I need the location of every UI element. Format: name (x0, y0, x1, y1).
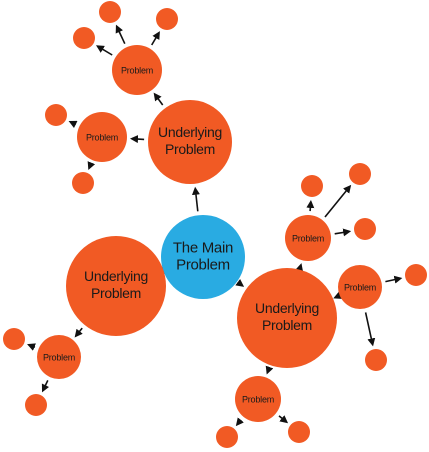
arrow-p-rb-to-l16 (278, 415, 289, 424)
node-l1 (99, 1, 121, 23)
leaf-circle (365, 349, 387, 371)
node-l8 (354, 218, 376, 240)
arrow-p-tl-to-l5 (87, 161, 96, 171)
underlying-problem-label-1: Problem (262, 317, 312, 333)
problem-label: Problem (43, 352, 75, 362)
problem-label: Problem (292, 233, 324, 243)
leaf-circle (25, 394, 47, 416)
leaf-circle (216, 426, 238, 448)
node-l10 (365, 349, 387, 371)
node-p-ll: Problem (37, 335, 81, 379)
node-l16 (288, 421, 310, 443)
problem-circle (235, 376, 281, 422)
underlying-problem-circle (66, 236, 166, 336)
problem-circle (77, 112, 127, 162)
problem-nodes: The MainProblemUnderlyingProblemUnderlyi… (3, 1, 427, 448)
arrow-p-ll-to-l11 (27, 343, 36, 351)
node-l11 (3, 328, 25, 350)
problem-circle (112, 45, 162, 95)
underlying-problem-circle (237, 268, 337, 368)
node-l6 (301, 175, 323, 197)
node-l5 (72, 172, 94, 194)
arrow-p-tl-to-l4 (68, 120, 78, 129)
leaf-circle (73, 27, 95, 49)
leaf-circle (3, 328, 25, 350)
problem-label: Problem (344, 282, 376, 292)
leaf-circle (72, 172, 94, 194)
arrow-p-rt-to-l7 (324, 184, 352, 218)
problem-circle (285, 215, 331, 261)
node-p-rr: Problem (338, 265, 382, 309)
arrow-p-rr-to-l10 (364, 312, 376, 347)
arrow-p-rr-to-l9 (385, 275, 403, 284)
underlying-problem-label-0: Underlying (84, 268, 148, 284)
connector-arrows (27, 24, 403, 427)
node-l3 (73, 27, 95, 49)
leaf-circle (99, 1, 121, 23)
leaf-circle (288, 421, 310, 443)
underlying-problem-label-1: Problem (91, 285, 141, 301)
arrow-u-top-to-p-tt (153, 92, 164, 106)
underlying-problem-label-0: Underlying (158, 124, 222, 140)
node-p-rb: Problem (235, 376, 281, 422)
node-l12 (25, 394, 47, 416)
underlying-problem-label-0: Underlying (255, 300, 319, 316)
node-p-tl: Problem (77, 112, 127, 162)
arrow-u-left-to-p-ll (74, 327, 83, 338)
arrow-p-tt-to-l3 (95, 45, 113, 56)
node-l9 (405, 264, 427, 286)
leaf-circle (156, 8, 178, 30)
problem-label: Problem (121, 65, 153, 75)
problem-circle (338, 265, 382, 309)
node-l4 (45, 104, 67, 126)
leaf-circle (301, 175, 323, 197)
arrow-p-tt-to-l1 (115, 24, 126, 45)
arrow-p-tt-to-l2 (151, 31, 160, 46)
underlying-problem-label-1: Problem (165, 141, 215, 157)
main-problem-circle (161, 215, 245, 299)
arrow-main-to-u-top (191, 186, 200, 212)
node-l2 (156, 8, 178, 30)
leaf-circle (349, 163, 371, 185)
main-problem-label-0: The Main (173, 239, 233, 256)
problem-label: Problem (242, 394, 274, 404)
arrow-main-to-u-right (235, 278, 245, 287)
arrow-u-right-to-p-rb (265, 365, 274, 375)
leaf-circle (405, 264, 427, 286)
arrow-u-top-to-p-tl (130, 135, 145, 144)
node-p-rt: Problem (285, 215, 331, 261)
leaf-circle (45, 104, 67, 126)
problem-circle (37, 335, 81, 379)
underlying-problem-circle (148, 100, 232, 184)
main-problem-label-1: Problem (176, 256, 230, 273)
arrow-p-rt-to-l8 (334, 228, 352, 237)
arrow-p-rb-to-l15 (235, 417, 244, 427)
node-l7 (349, 163, 371, 185)
leaf-circle (354, 218, 376, 240)
problem-label: Problem (86, 132, 118, 142)
arrow-p-rt-to-l6 (306, 200, 315, 212)
node-l15 (216, 426, 238, 448)
node-p-tt: Problem (112, 45, 162, 95)
arrow-u-right-to-p-rr (333, 291, 343, 299)
arrow-p-ll-to-l12 (41, 380, 50, 393)
